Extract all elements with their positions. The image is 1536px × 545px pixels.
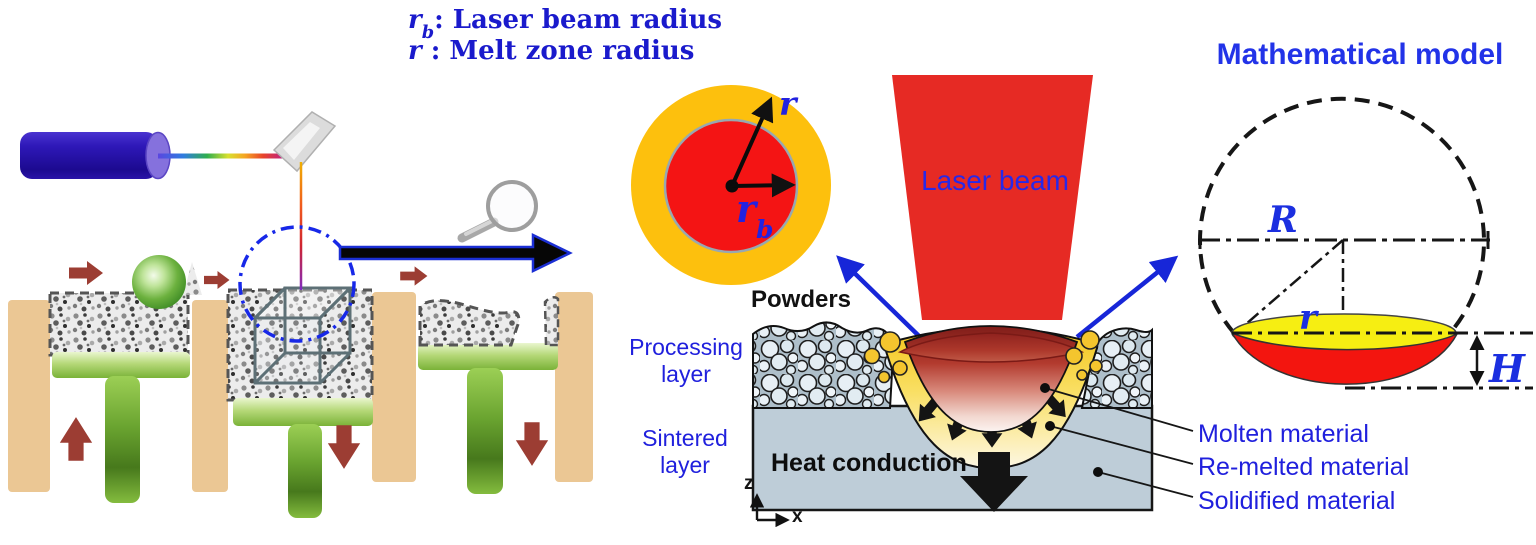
axis-x-label: x [792, 506, 803, 527]
powder-flow-arrows [69, 261, 428, 289]
powder-wave [183, 262, 202, 295]
scan-direction-arrow [338, 233, 573, 273]
powder-supply-chamber [48, 291, 190, 503]
sintered-layer-label: Sintered layer [642, 425, 728, 478]
beam-radius-label: rb [736, 186, 774, 244]
laser-beam-label: Laser beam [921, 165, 1069, 196]
melt-zone-top-view [631, 85, 831, 285]
laser-source-icon [20, 131, 171, 180]
pool-radius-label: r [1299, 298, 1317, 338]
molten-dome [897, 332, 1085, 363]
pool-depth-label: H [1489, 346, 1525, 391]
roller-icon [132, 255, 186, 309]
mathematical-model-title: Mathematical model [1216, 38, 1504, 71]
slm-machine-schematic [8, 111, 593, 518]
melt-pool-cross-section [749, 321, 1194, 528]
piston-up-arrow [59, 417, 93, 461]
powder-heap-left [752, 321, 896, 409]
coordinate-axis [749, 493, 790, 528]
melt-radius-label: r [779, 84, 797, 123]
legend-line-2: r : Melt zone radius [408, 36, 722, 67]
solidified-material-label: Solidified material [1198, 487, 1396, 515]
sphere-radius-label: R [1268, 199, 1298, 241]
molten-material-label: Molten material [1198, 420, 1369, 448]
remelted-material-label: Re-melted material [1198, 453, 1410, 481]
pointer-arrows [836, 255, 1179, 339]
overflow-chamber [418, 296, 560, 494]
piston-down-arrow [515, 422, 549, 466]
radius-legend: rb: Laser beam radius r : Melt zone radi… [408, 5, 722, 67]
piston-down-arrow [327, 425, 361, 469]
powders-label: Powders [751, 286, 852, 313]
scan-mirror-icon [272, 111, 337, 173]
mathematical-model-diagram [1198, 96, 1533, 390]
melt-radius-arrow [730, 96, 774, 187]
legend-line-1-text: : Laser beam radius [434, 5, 723, 35]
axis-z-label: z [744, 473, 754, 494]
zoom-highlight-circle [238, 225, 356, 343]
printed-part-cube [251, 286, 354, 385]
laser-beam-shape [892, 75, 1093, 320]
rb-subscript: b [421, 22, 435, 44]
heated-particles [863, 330, 1103, 384]
r-symbol: r [408, 36, 422, 66]
magnifier-icon [457, 180, 538, 243]
legend-line-2-text: : Melt zone radius [421, 36, 695, 66]
leader-dots [1040, 383, 1103, 477]
beam-radius-arrow [731, 173, 796, 198]
processing-layer-label: Processing layer [629, 334, 743, 387]
legend-line-1: rb: Laser beam radius [408, 5, 723, 41]
conduction-arrow [960, 452, 1028, 512]
piston-chamber-walls [8, 292, 593, 492]
construction-lines [1198, 231, 1490, 332]
rb-symbol: r [408, 5, 422, 35]
measure-lines [1232, 331, 1533, 390]
build-chamber [226, 286, 374, 518]
leader-lines [1044, 387, 1194, 498]
heat-conduction-label: Heat conduction [771, 449, 967, 477]
